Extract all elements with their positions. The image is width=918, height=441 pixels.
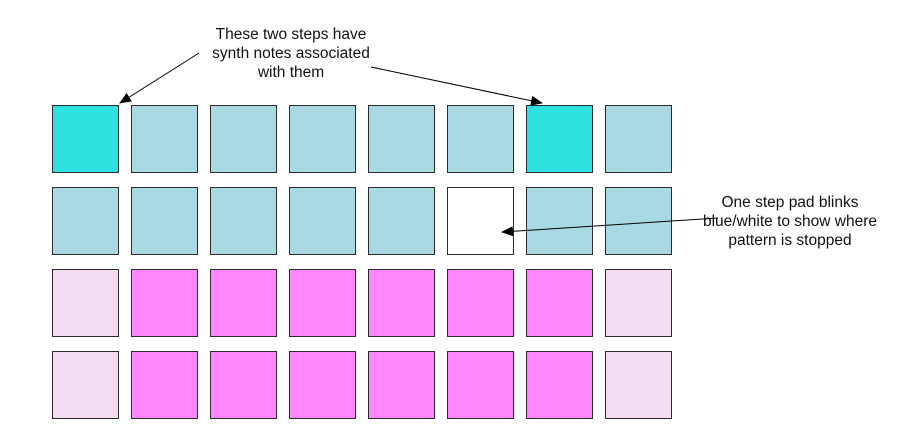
- callout-line: blue/white to show where: [702, 213, 878, 230]
- arrow-to-seventh-step: [370, 66, 543, 106]
- callout-line: One step pad blinks: [721, 194, 859, 211]
- step-pad[interactable]: [210, 105, 277, 173]
- step-pad[interactable]: [605, 269, 672, 337]
- arrow-to-blinking-step: [501, 217, 719, 237]
- step-pad[interactable]: [289, 269, 356, 337]
- step-pad[interactable]: [210, 187, 277, 255]
- step-pad[interactable]: [289, 187, 356, 255]
- step-pad[interactable]: [52, 269, 119, 337]
- step-pad[interactable]: [368, 351, 435, 419]
- synth-notes-callout: These two steps have synth notes associa…: [186, 25, 396, 82]
- step-pad[interactable]: [289, 105, 356, 173]
- step-pad[interactable]: [526, 187, 593, 255]
- step-pad[interactable]: [52, 351, 119, 419]
- step-pad[interactable]: [131, 269, 198, 337]
- step-pad[interactable]: [131, 187, 198, 255]
- callout-line: These two steps have: [215, 26, 367, 43]
- step-pad[interactable]: [605, 105, 672, 173]
- step-pad[interactable]: [368, 105, 435, 173]
- callout-line: with them: [257, 64, 325, 81]
- step-pad[interactable]: [526, 351, 593, 419]
- step-pad[interactable]: [526, 269, 593, 337]
- step-pad[interactable]: [210, 351, 277, 419]
- step-pad[interactable]: [210, 269, 277, 337]
- step-pad[interactable]: [447, 269, 514, 337]
- step-pad[interactable]: [289, 351, 356, 419]
- arrow-to-first-step: [119, 52, 200, 104]
- step-pad[interactable]: [605, 187, 672, 255]
- callout-line: pattern is stopped: [728, 232, 852, 249]
- step-pad[interactable]: [447, 187, 514, 255]
- step-pad[interactable]: [447, 351, 514, 419]
- step-pad[interactable]: [131, 105, 198, 173]
- step-pad[interactable]: [52, 105, 119, 173]
- callout-line: synth notes associated: [212, 45, 370, 62]
- step-pad[interactable]: [52, 187, 119, 255]
- blinking-pad-callout: One step pad blinks blue/white to show w…: [690, 193, 890, 250]
- step-pad[interactable]: [605, 351, 672, 419]
- step-pad[interactable]: [368, 269, 435, 337]
- step-pad[interactable]: [131, 351, 198, 419]
- step-pad[interactable]: [447, 105, 514, 173]
- step-pad[interactable]: [526, 105, 593, 173]
- step-pad[interactable]: [368, 187, 435, 255]
